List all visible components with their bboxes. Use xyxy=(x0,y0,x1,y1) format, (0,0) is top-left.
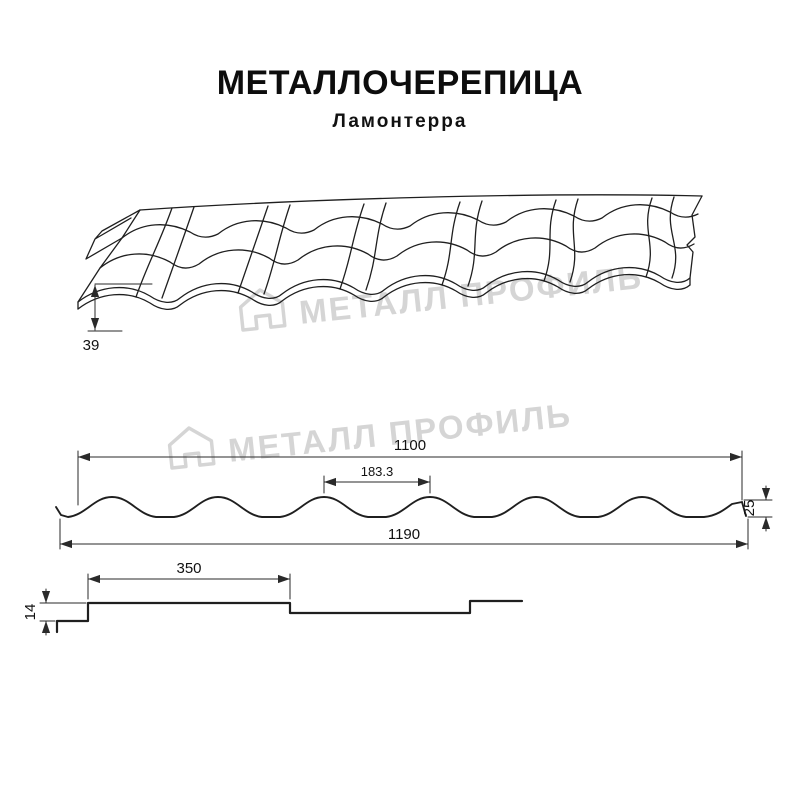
sheet-left-edge xyxy=(77,209,141,310)
extension-lines xyxy=(87,283,153,332)
dim-edge-height-label: 14 xyxy=(22,604,39,621)
dim-profile-height-label: 25 xyxy=(741,500,758,517)
sheet-break-edge xyxy=(686,195,703,286)
page-title: МЕТАЛЛОЧЕРЕПИЦА xyxy=(216,64,584,102)
perspective-view: 39 xyxy=(77,194,703,354)
wave-ridges xyxy=(135,196,677,299)
watermark-text: МЕТАЛЛ ПРОФИЛЬ xyxy=(227,396,574,469)
page-subtitle: Ламонтерра xyxy=(332,111,468,132)
side-step-view: 350 14 xyxy=(22,560,524,636)
tile-row-upper xyxy=(121,204,699,239)
dim-wave-pitch-label: 183.3 xyxy=(361,464,394,479)
dim-module-length-label: 350 xyxy=(176,560,201,577)
dim-edge-height: 14 xyxy=(22,588,87,636)
extension-lines xyxy=(87,573,291,600)
cross-section-view: 1100 183.3 25 1190 xyxy=(55,437,773,550)
dim-overall-width-label: 1190 xyxy=(388,526,420,543)
watermark-text: МЕТАЛЛ ПРОФИЛЬ xyxy=(298,258,645,331)
watermark-2: МЕТАЛЛ ПРОФИЛЬ xyxy=(167,396,574,470)
dim-module-length: 350 xyxy=(87,560,291,600)
sheet-front-edge xyxy=(77,266,691,303)
dim-step-height-label: 39 xyxy=(83,337,100,354)
metall-profil-logo-icon xyxy=(238,288,287,332)
dim-cover-width-label: 1100 xyxy=(394,437,426,454)
dim-overall-width: 1190 xyxy=(59,518,749,550)
step-profile-line xyxy=(55,599,524,634)
ridge-cap-strip xyxy=(85,209,141,260)
dim-cover-width: 1100 xyxy=(77,437,743,506)
dim-wave-pitch: 183.3 xyxy=(323,464,431,494)
profile-curve xyxy=(55,496,747,518)
tile-row-middle xyxy=(99,233,695,269)
sheet-front-edge-thickness xyxy=(77,273,691,310)
sheet-top-edge xyxy=(139,194,703,211)
dim-profile-height: 25 xyxy=(741,485,773,532)
extension-lines xyxy=(39,602,87,622)
metall-profil-logo-icon xyxy=(167,426,216,470)
dim-step-height: 39 xyxy=(83,283,153,354)
watermark-1: МЕТАЛЛ ПРОФИЛЬ xyxy=(238,258,645,332)
